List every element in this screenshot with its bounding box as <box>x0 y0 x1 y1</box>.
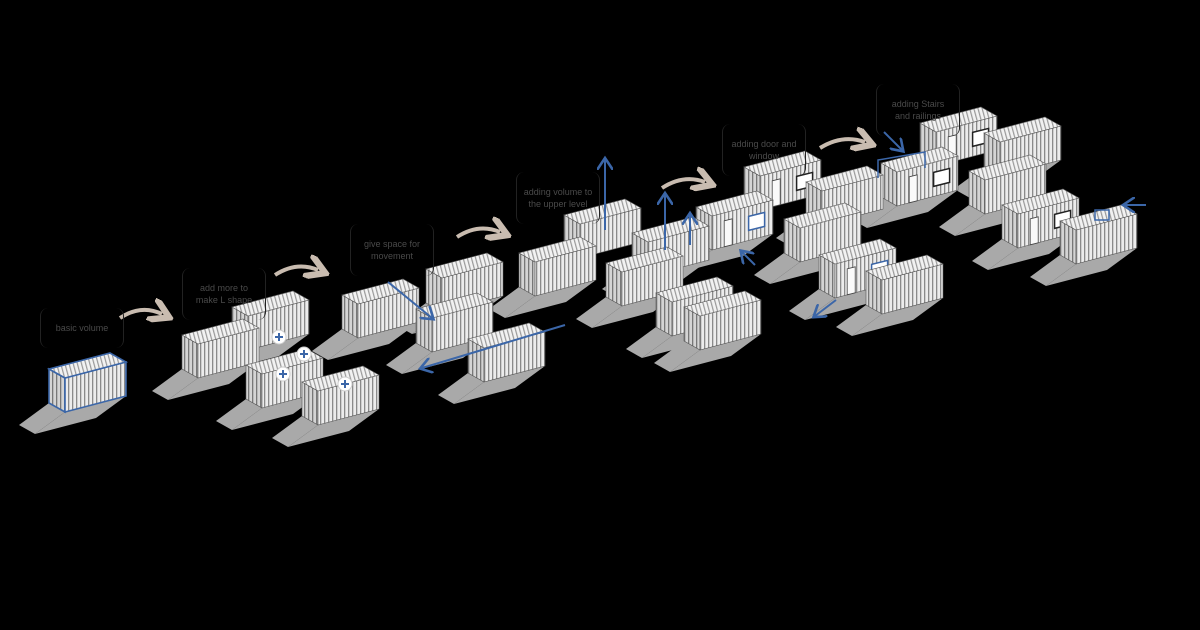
next-step-arrow-icon <box>818 139 865 148</box>
shadow <box>35 396 126 434</box>
direction-arrow-icon <box>422 324 566 368</box>
shadow <box>312 329 358 360</box>
container-roof <box>818 238 897 265</box>
container-roof <box>968 154 1047 181</box>
shadow <box>505 280 596 318</box>
next-step-arrow-icon <box>273 266 318 275</box>
container-module <box>683 290 762 351</box>
next-step-arrow-icon <box>660 179 705 188</box>
container-roof <box>865 254 944 281</box>
container-roof <box>181 318 260 345</box>
container-roof <box>46 352 129 379</box>
direction-arrow-icon <box>883 131 902 150</box>
step-label-l-shape: add more to make L shape <box>182 268 266 320</box>
railing <box>877 151 926 178</box>
container-roof <box>655 276 734 303</box>
shadow <box>988 232 1079 270</box>
shadow <box>852 298 943 336</box>
shadow <box>670 334 761 372</box>
shadow <box>576 297 622 328</box>
plus-icon <box>271 329 287 345</box>
container-module <box>1059 204 1138 265</box>
container-roof <box>518 236 597 263</box>
shadow <box>754 253 800 284</box>
shadow <box>454 366 545 404</box>
plus-icon <box>275 366 291 382</box>
shadow <box>1046 248 1137 286</box>
container-module <box>518 236 597 297</box>
shadow <box>288 409 379 447</box>
container-roof <box>983 116 1062 143</box>
container-roof <box>605 246 684 273</box>
shadow <box>272 416 318 447</box>
container-module <box>46 352 129 414</box>
shadow <box>654 341 700 372</box>
direction-arrow-icon <box>387 281 432 318</box>
next-step-arrow-icon <box>118 310 162 318</box>
shadow <box>867 190 958 228</box>
direction-arrow-icon <box>815 299 837 316</box>
shadow <box>939 205 985 236</box>
shadow <box>438 373 484 404</box>
shadow <box>216 399 262 430</box>
step-label-stairs-railings: adding Stairs and railings <box>876 84 960 136</box>
shadow <box>972 239 1018 270</box>
container-roof <box>563 198 642 225</box>
door <box>846 266 856 296</box>
door <box>723 218 733 248</box>
container-roof <box>683 290 762 317</box>
step-label-movement: give space for movement <box>350 224 434 276</box>
container-module <box>865 254 944 315</box>
container-roof <box>341 278 420 305</box>
railing <box>1094 209 1110 221</box>
door <box>771 178 781 208</box>
shadow <box>19 403 65 434</box>
step-label-upper-level: adding volume to the upper level <box>516 172 600 224</box>
shadow <box>328 322 419 360</box>
shadow <box>386 343 432 374</box>
container-roof <box>783 202 862 229</box>
next-step-arrow-icon <box>455 228 500 237</box>
container-module <box>880 146 959 207</box>
direction-arrow-icon <box>742 252 756 266</box>
shadow <box>489 287 535 318</box>
container-module <box>341 278 420 339</box>
container-roof <box>231 290 310 317</box>
shadow <box>168 362 259 400</box>
container-roof <box>919 106 998 133</box>
shadow <box>836 305 882 336</box>
door <box>1029 216 1039 246</box>
shadow <box>152 369 198 400</box>
window <box>932 167 951 188</box>
container-roof <box>1001 188 1080 215</box>
plus-icon <box>296 346 312 362</box>
window <box>747 211 766 232</box>
shadow <box>1030 255 1076 286</box>
container-roof <box>880 146 959 173</box>
door <box>908 174 918 204</box>
container-roof <box>805 165 884 192</box>
plus-icon <box>337 376 353 392</box>
container-module <box>181 318 260 379</box>
step-label-door-window: adding door and window <box>722 124 806 176</box>
shadow <box>626 327 672 358</box>
container-roof <box>695 190 774 217</box>
shadow <box>232 392 323 430</box>
step-label-basic-volume: basic volume <box>40 308 124 348</box>
